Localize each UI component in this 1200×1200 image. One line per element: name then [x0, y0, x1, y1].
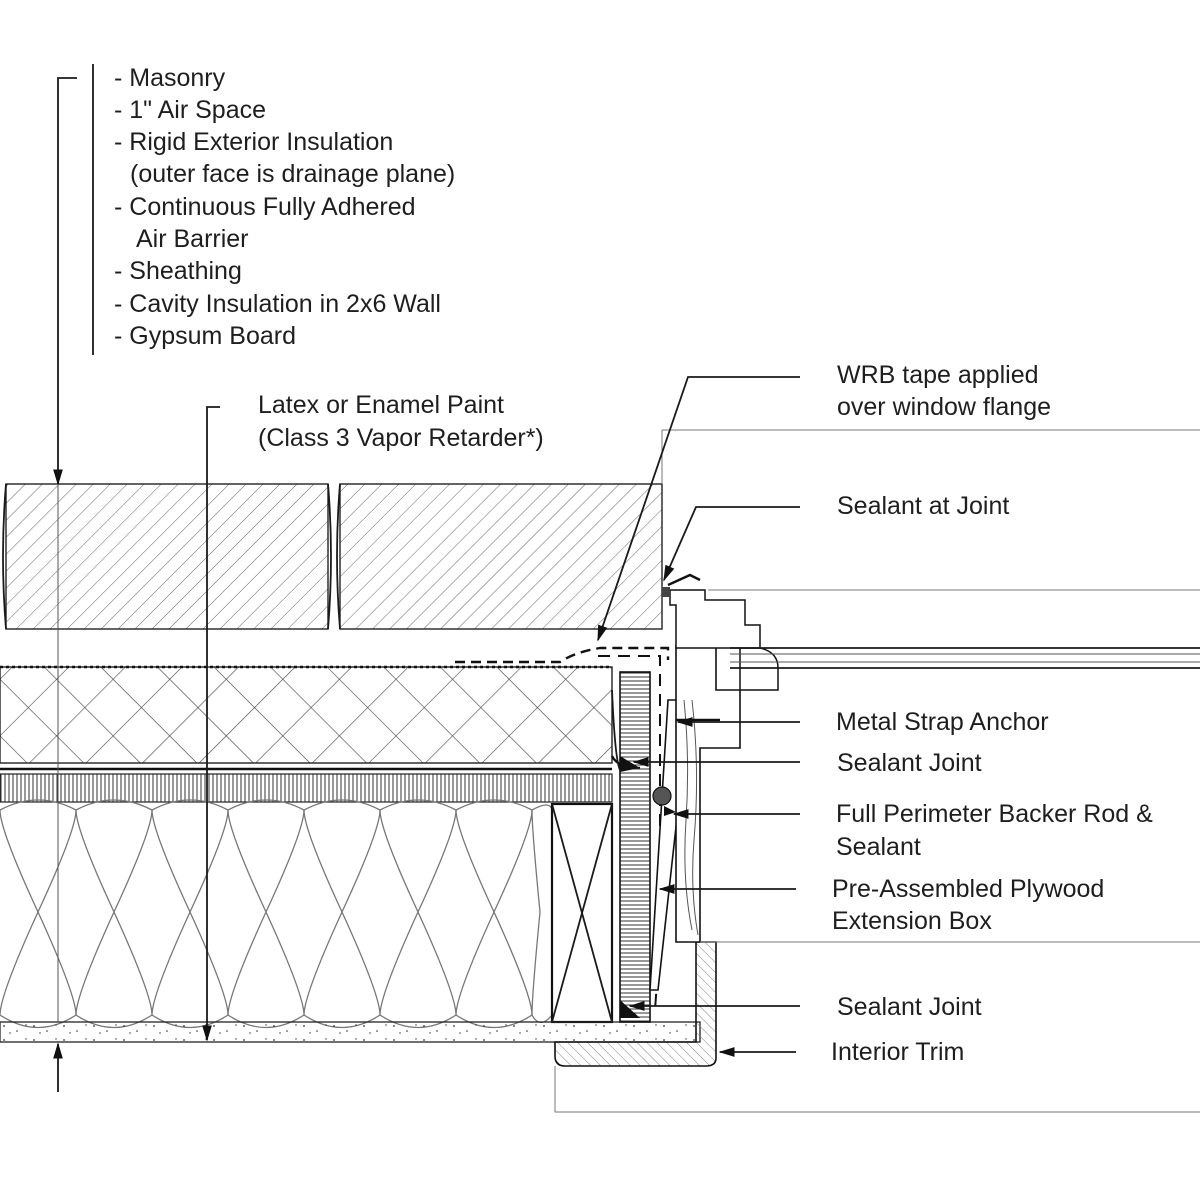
- wood-stud: [550, 802, 614, 1024]
- callout-leaders: [597, 376, 800, 1057]
- wrb-tape-label-2: over window flange: [837, 393, 1051, 421]
- layer-air-space-label: - 1" Air Space: [114, 96, 266, 124]
- reference-lines: [554, 429, 1200, 1113]
- cavity-insulation-layer: [0, 799, 553, 1029]
- layer-air-barrier-label-cont: Air Barrier: [136, 225, 249, 253]
- layer-sheathing-label: - Sheathing: [114, 257, 242, 285]
- wall-assembly-leader: [53, 64, 94, 1092]
- layer-rigid-insulation-note: (outer face is drainage plane): [130, 160, 455, 188]
- layer-air-barrier-label: - Continuous Fully Adhered: [114, 193, 416, 221]
- wrb-tape-label-1: WRB tape applied: [837, 361, 1039, 389]
- interior-trim-label: Interior Trim: [831, 1038, 964, 1066]
- sealant-joint-upper-label: Sealant Joint: [837, 749, 982, 777]
- wall-assembly-list: - Masonry - 1" Air Space - Rigid Exterio…: [114, 64, 455, 350]
- layer-cavity-insulation-label: - Cavity Insulation in 2x6 Wall: [114, 290, 441, 318]
- rigid-insulation-layer: [0, 665, 613, 764]
- extension-box-label-1: Pre-Assembled Plywood: [832, 875, 1104, 903]
- masonry-layer: [2, 483, 663, 630]
- interior-trim: [554, 941, 717, 1067]
- paint-note: Latex or Enamel Paint (Class 3 Vapor Ret…: [258, 391, 544, 452]
- metal-strap-anchor-label: Metal Strap Anchor: [836, 708, 1049, 736]
- layer-gypsum-board-label: - Gypsum Board: [114, 322, 296, 350]
- paint-note-line-2: (Class 3 Vapor Retarder*): [258, 424, 544, 452]
- sealant-joint-lower-label: Sealant Joint: [837, 993, 982, 1021]
- backer-rod-label-1: Full Perimeter Backer Rod &: [836, 800, 1153, 828]
- backer-rod-label-2: Sealant: [836, 833, 921, 861]
- gypsum-board-layer: [0, 1021, 701, 1043]
- right-callouts: WRB tape applied over window flange Seal…: [831, 361, 1153, 1066]
- sheathing-layer: [0, 755, 641, 803]
- paint-leader: [202, 406, 220, 1042]
- layer-masonry-label: - Masonry: [114, 64, 226, 92]
- sealant-at-joint-label: Sealant at Joint: [837, 492, 1009, 520]
- extension-box-label-2: Extension Box: [832, 907, 992, 935]
- layer-rigid-insulation-label: - Rigid Exterior Insulation: [114, 128, 393, 156]
- paint-note-line-1: Latex or Enamel Paint: [258, 391, 504, 419]
